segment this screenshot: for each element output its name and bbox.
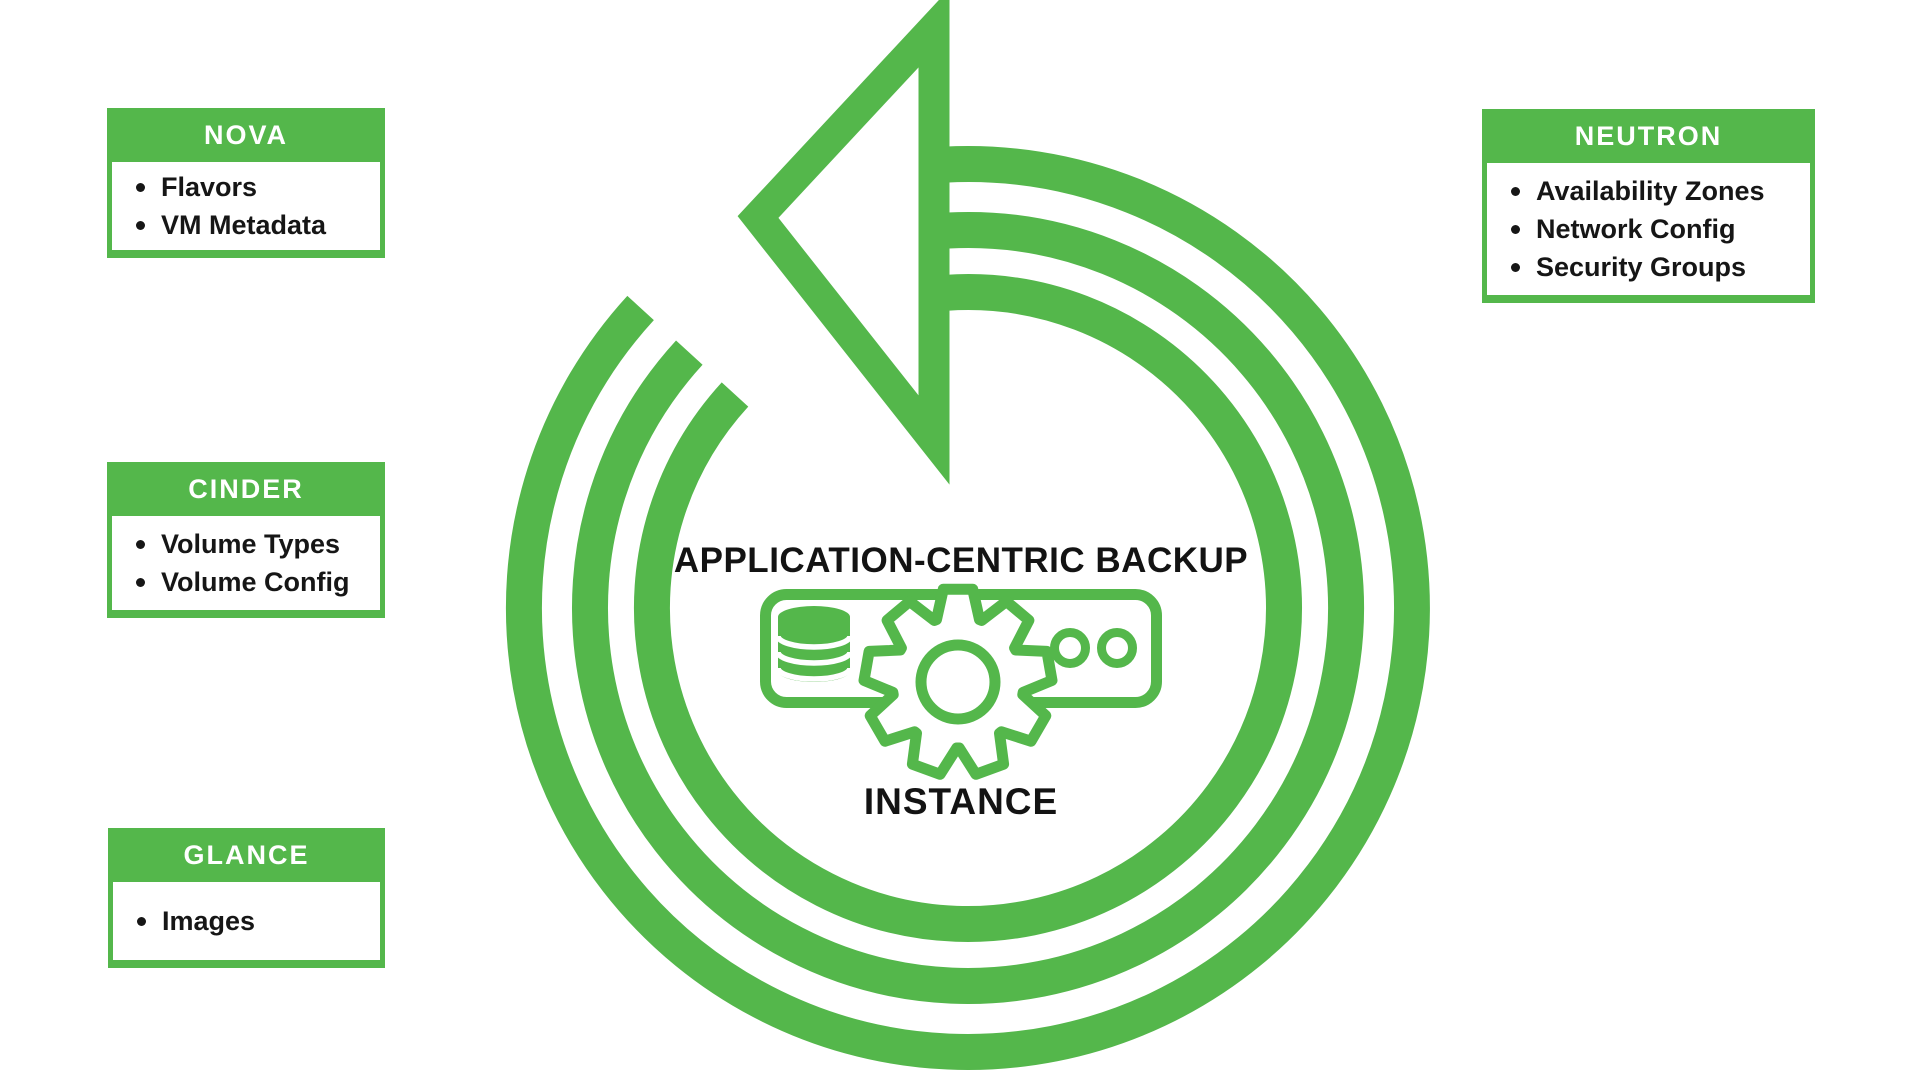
list-item: VM Metadata [136, 210, 380, 241]
list-item-label: Volume Types [161, 528, 341, 559]
service-box-nova: NOVA Flavors VM Metadata [107, 108, 385, 258]
bullet-dot-icon [137, 916, 146, 926]
list-item: Flavors [136, 172, 380, 203]
service-box-cinder: CINDER Volume Types Volume Config [107, 462, 385, 618]
bullet-dot-icon [136, 182, 145, 192]
list-item-label: Security Groups [1536, 251, 1747, 282]
service-box-neutron: NEUTRON Availability Zones Network Confi… [1482, 109, 1815, 303]
service-box-cinder-body: Volume Types Volume Config [112, 516, 380, 610]
ring-arc-middle [572, 212, 1364, 1004]
list-item: Network Config [1511, 214, 1810, 245]
list-item-label: Images [162, 905, 256, 936]
ring-arc-outer [505, 146, 1430, 1070]
service-box-glance-title: GLANCE [183, 839, 310, 870]
instance-label: INSTANCE [863, 781, 1059, 822]
bullet-dot-icon [1511, 262, 1520, 272]
service-box-cinder-title: CINDER [188, 473, 304, 504]
bullet-dot-icon [136, 577, 145, 587]
bullet-dot-icon [136, 539, 145, 549]
list-item-label: VM Metadata [161, 209, 327, 240]
list-item: Images [137, 906, 380, 937]
service-box-glance-header: GLANCE [113, 828, 380, 882]
gear-icon [858, 583, 1058, 780]
list-item-label: Flavors [161, 171, 258, 202]
bullet-dot-icon [136, 220, 145, 230]
center-title: APPLICATION-CENTRIC BACKUP [673, 541, 1249, 580]
indicator-circle-icon [1050, 628, 1090, 668]
ring-arcs [505, 146, 1430, 1070]
list-item: Volume Config [136, 567, 380, 598]
bullet-dot-icon [1511, 224, 1520, 234]
service-box-glance-body: Images [113, 882, 380, 960]
list-item-label: Availability Zones [1536, 175, 1765, 206]
indicator-circle-icon [1097, 628, 1137, 668]
list-item-label: Volume Config [161, 566, 350, 597]
service-box-nova-body: Flavors VM Metadata [112, 162, 380, 250]
arrow-head-icon [737, 0, 950, 485]
database-icon [775, 606, 853, 682]
list-item-label: Network Config [1536, 213, 1736, 244]
service-box-neutron-header: NEUTRON [1487, 109, 1810, 163]
service-box-glance: GLANCE Images [108, 828, 385, 968]
instance-icon [760, 583, 1162, 780]
service-box-cinder-header: CINDER [112, 462, 380, 516]
list-item: Volume Types [136, 529, 380, 560]
service-box-nova-title: NOVA [203, 119, 288, 150]
bullet-dot-icon [1511, 186, 1520, 196]
service-box-neutron-title: NEUTRON [1574, 120, 1723, 151]
service-box-nova-header: NOVA [112, 108, 380, 162]
list-item: Security Groups [1511, 252, 1810, 283]
list-item: Availability Zones [1511, 176, 1810, 207]
ring-arc-inner [633, 274, 1302, 942]
service-box-neutron-body: Availability Zones Network Config Securi… [1487, 163, 1810, 295]
